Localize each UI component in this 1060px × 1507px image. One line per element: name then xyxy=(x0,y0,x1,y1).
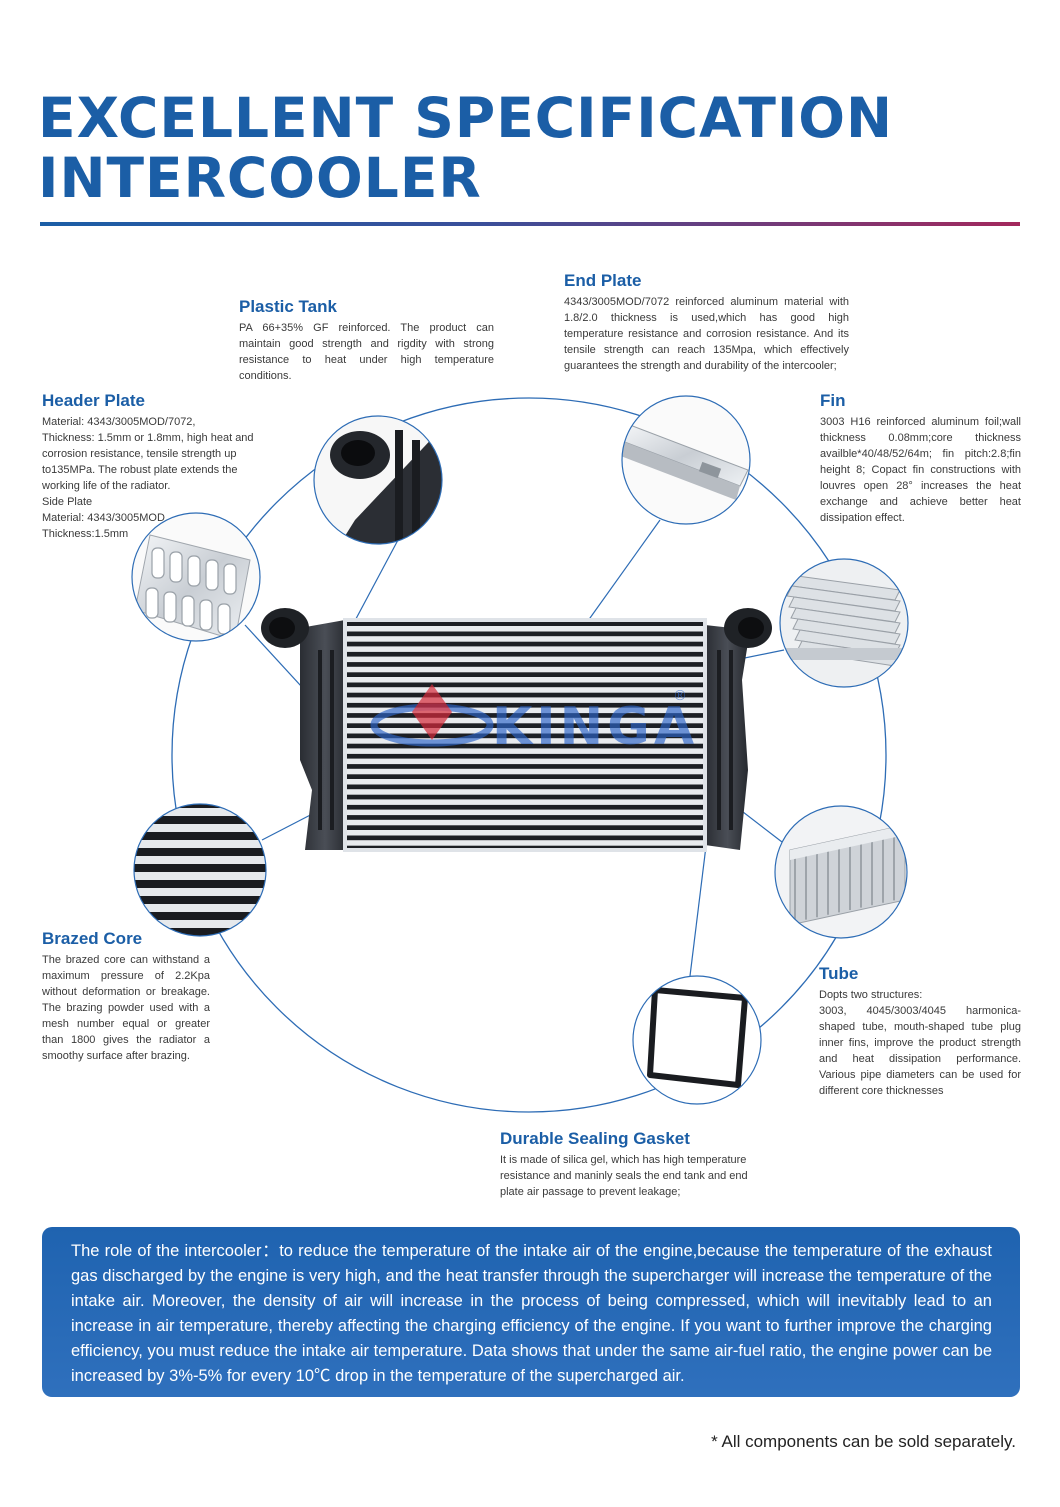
fin-heading: Fin xyxy=(820,391,846,410)
logo-registered-mark: ® xyxy=(673,688,687,704)
plastic-tank-detail xyxy=(313,415,443,545)
title-line-1: EXCELLENT SPECIFICATION xyxy=(38,86,894,150)
intercooler-role-info-box: The role of the intercooler：to reduce th… xyxy=(42,1227,1020,1397)
tube-text: Dopts two structures: 3003, 4045/3003/40… xyxy=(819,989,1021,1097)
tube-detail xyxy=(774,805,908,939)
end-plate-heading: End Plate xyxy=(564,271,642,290)
page-title: EXCELLENT SPECIFICATION INTERCOOLER xyxy=(38,88,893,208)
header-plate-text: Material: 4343/3005MOD/7072, Thickness: … xyxy=(42,416,254,540)
intercooler-role-text: The role of the intercooler：to reduce th… xyxy=(71,1242,992,1385)
title-divider xyxy=(40,222,1020,226)
fin-callout: Fin 3003 H16 reinforced aluminum foil;wa… xyxy=(820,391,1021,526)
end-plate-detail xyxy=(621,395,751,525)
tube-callout: Tube Dopts two structures: 3003, 4045/30… xyxy=(819,964,1021,1099)
fin-text: 3003 H16 reinforced aluminum foil;wall t… xyxy=(820,416,1021,524)
kinga-logo: KINGA ® xyxy=(370,684,698,757)
brazed-core-detail xyxy=(133,803,267,937)
assembly-outline-circle xyxy=(171,397,887,1113)
plastic-tank-callout: Plastic Tank PA 66+35% GF reinforced. Th… xyxy=(239,297,494,384)
header-plate-callout: Header Plate Material: 4343/3005MOD/7072… xyxy=(42,391,262,542)
gasket-detail xyxy=(632,975,762,1105)
plastic-tank-text: PA 66+35% GF reinforced. The product can… xyxy=(239,322,494,382)
plastic-tank-heading: Plastic Tank xyxy=(239,297,337,316)
footnote: * All components can be sold separately. xyxy=(711,1432,1016,1451)
end-plate-callout: End Plate 4343/3005MOD/7072 reinforced a… xyxy=(564,271,849,374)
title-line-2: INTERCOOLER xyxy=(38,146,482,210)
logo-wordmark: KINGA xyxy=(492,697,698,757)
gasket-heading: Durable Sealing Gasket xyxy=(500,1129,690,1148)
tube-heading: Tube xyxy=(819,964,859,983)
intercooler-image xyxy=(261,608,772,852)
gasket-text: It is made of silica gel, which has high… xyxy=(500,1154,748,1198)
brazed-core-heading: Brazed Core xyxy=(42,929,143,948)
gasket-callout: Durable Sealing Gasket It is made of sil… xyxy=(500,1129,772,1200)
header-plate-heading: Header Plate xyxy=(42,391,145,410)
brazed-core-callout: Brazed Core The brazed core can withstan… xyxy=(42,929,210,1064)
end-plate-text: 4343/3005MOD/7072 reinforced aluminum ma… xyxy=(564,296,849,372)
fin-detail xyxy=(779,558,909,688)
brazed-core-text: The brazed core can withstand a maximum … xyxy=(42,954,210,1062)
